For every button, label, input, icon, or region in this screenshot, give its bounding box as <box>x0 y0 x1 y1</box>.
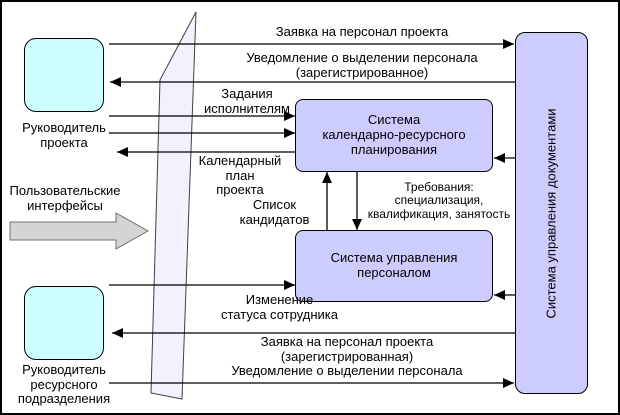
ui-plane-pointer-icon <box>9 212 150 250</box>
flow-label-requirements: Требования: специализация, квалификация,… <box>367 180 511 221</box>
project-manager-label: Руководитель проекта <box>22 120 106 150</box>
flow-label-personnel-request: Заявка на персонал проекта <box>275 24 449 39</box>
document-system-box: Система управления документами <box>515 32 588 394</box>
resource-manager-box <box>24 286 104 360</box>
flow-label-assignments: Задания исполнителям <box>204 86 290 116</box>
flow-label-status-change: Изменение статуса сотрудника <box>221 292 338 322</box>
project-manager-box <box>24 38 104 112</box>
resource-manager-label: Руководитель ресурсного подразделения <box>17 362 111 407</box>
document-system-label: Система управления документами <box>544 107 560 319</box>
personnel-system-box: Система управления персоналом <box>295 230 493 302</box>
flow-label-calendar-plan: Календарный план проекта <box>198 153 282 198</box>
flow-label-candidate-list: Список кандидатов <box>239 197 310 227</box>
ui-plane-label: Пользовательские интерфейсы <box>9 183 121 213</box>
flow-label-personnel-request-registered: Заявка на персонал проекта (зарегистриро… <box>260 334 434 364</box>
flow-label-allocation-notice: Уведомление о выделении персонала <box>231 363 463 378</box>
planning-system-box: Система календарно-ресурсного планирован… <box>295 99 493 172</box>
ui-plane <box>150 11 197 400</box>
flow-label-allocation-notice-registered: Уведомление о выделении персонала (зарег… <box>246 50 478 80</box>
